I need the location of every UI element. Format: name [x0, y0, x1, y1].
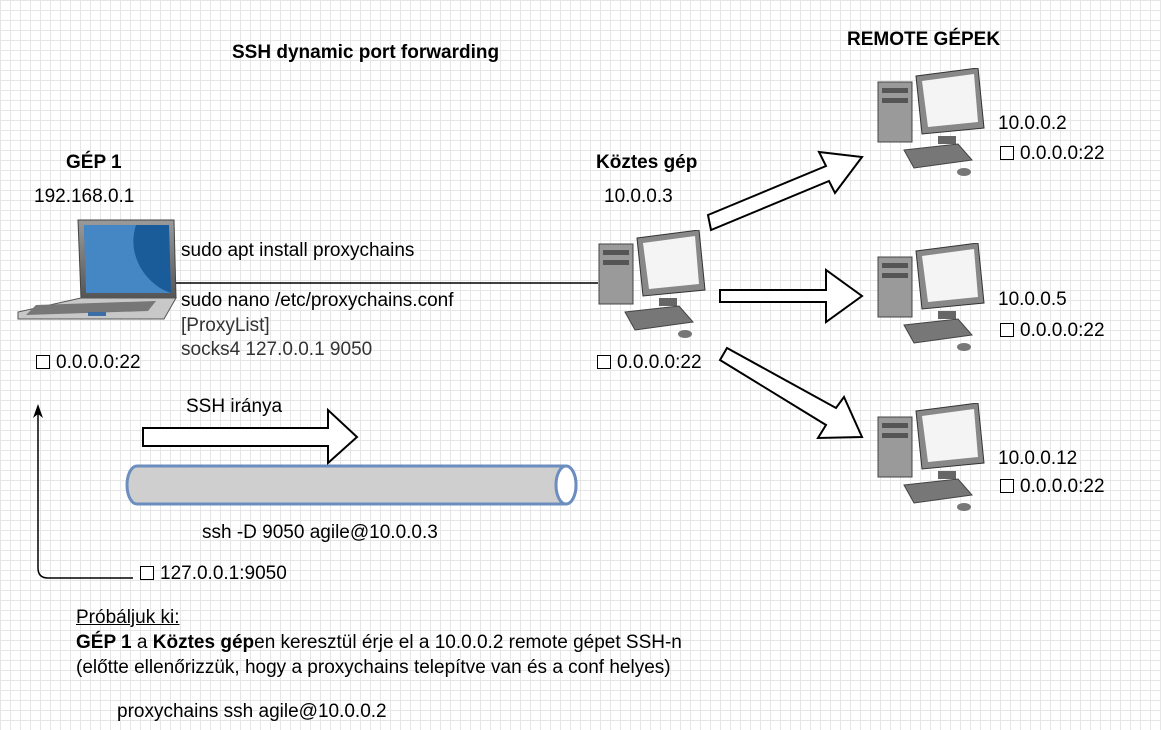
middle-ip: 10.0.0.3 [604, 186, 673, 207]
cmd-section: [ProxyList] [181, 315, 270, 336]
arrow-to-remote-3 [718, 346, 864, 440]
arrow-to-remote-2 [719, 268, 864, 324]
checkbox-icon [1000, 146, 1014, 160]
cmd-socks: socks4 127.0.0.1 9050 [181, 339, 373, 360]
task-command: proxychains ssh agile@10.0.0.2 [117, 701, 387, 722]
diagram-title: SSH dynamic port forwarding [232, 42, 500, 63]
middle-port: 0.0.0.0:22 [597, 352, 702, 374]
remote-heading: REMOTE GÉPEK [847, 29, 1001, 50]
cmd-edit: sudo nano /etc/proxychains.conf [181, 290, 454, 311]
ssh-command: ssh -D 9050 agile@10.0.0.3 [202, 522, 438, 543]
computer-icon-remote-3 [877, 403, 985, 511]
ssh-direction-label: SSH iránya [186, 396, 283, 417]
task-line-2: (előtte ellenőrizzük, hogy a proxychains… [76, 657, 671, 678]
laptop-icon [17, 219, 177, 320]
gep1-port: 0.0.0.0:22 [36, 352, 141, 374]
checkbox-icon [1000, 479, 1014, 493]
arrow-to-remote-1 [706, 150, 864, 232]
ssh-direction-arrow [142, 407, 359, 466]
task-line-1: GÉP 1 a Köztes gépen keresztül érje el a… [76, 632, 682, 653]
remote-2-port: 0.0.0.0:22 [1000, 320, 1105, 342]
middle-label: Köztes gép [596, 152, 698, 173]
cmd-install: sudo apt install proxychains [181, 240, 415, 261]
computer-icon-remote-1 [877, 68, 985, 176]
computer-icon-remote-2 [877, 243, 985, 351]
checkbox-icon [36, 355, 50, 369]
task-heading: Próbáljuk ki: [76, 607, 180, 628]
gep1-label: GÉP 1 [66, 152, 122, 173]
return-arrow [37, 412, 133, 579]
remote-3-port: 0.0.0.0:22 [1000, 476, 1105, 498]
gep1-ip: 192.168.0.1 [34, 186, 135, 207]
checkbox-icon [597, 355, 611, 369]
checkbox-icon [1000, 323, 1014, 337]
return-arrowhead [33, 404, 43, 418]
local-socks-port: 127.0.0.1:9050 [140, 563, 287, 585]
ssh-tunnel [125, 464, 578, 506]
computer-icon-middle [598, 230, 706, 338]
remote-2-ip: 10.0.0.5 [998, 289, 1067, 310]
remote-1-port: 0.0.0.0:22 [1000, 143, 1105, 165]
checkbox-icon [140, 566, 154, 580]
remote-3-ip: 10.0.0.12 [998, 448, 1078, 469]
remote-1-ip: 10.0.0.2 [998, 113, 1067, 134]
